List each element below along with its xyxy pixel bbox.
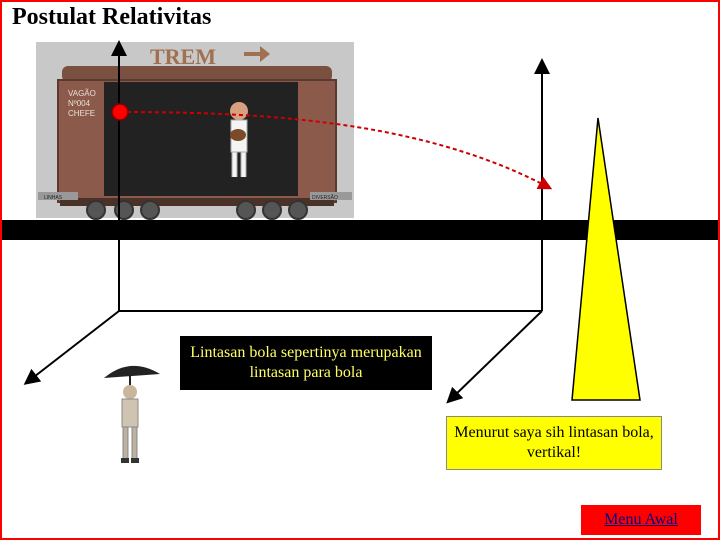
inside-z-axis <box>30 311 119 380</box>
wagon-plate-line2: Nº004 <box>68 99 91 108</box>
svg-text:DIVERSÃO: DIVERSÃO <box>312 194 338 201</box>
menu-awal-button[interactable]: Menu Awal <box>581 505 701 535</box>
wagon-plate-line1: VAGÃO <box>68 89 96 98</box>
outside-z-axis <box>452 311 542 398</box>
train-banner: TREM <box>150 44 216 69</box>
train-wagon: TREM VAGÃO Nº004 CHEFE LINHAS DIVERSÃO <box>38 44 352 219</box>
outside-observer-caption: Menurut saya sih lintasan bola, vertikal… <box>446 416 662 470</box>
ball <box>112 104 128 120</box>
svg-text:LINHAS: LINHAS <box>44 195 63 201</box>
wagon-plate-line3: CHEFE <box>68 109 95 118</box>
vertical-trajectory-cone <box>572 118 640 400</box>
outside-observer-figure <box>104 366 160 463</box>
inside-observer-caption: Lintasan bola sepertinya merupakan linta… <box>180 336 432 390</box>
